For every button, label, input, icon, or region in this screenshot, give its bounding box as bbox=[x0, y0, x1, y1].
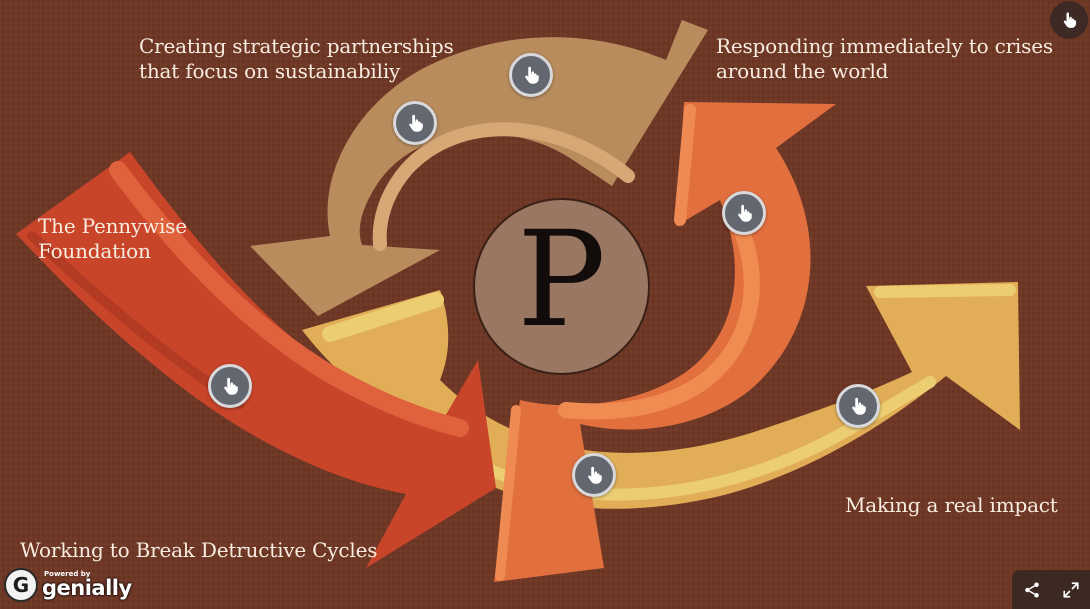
label-partnerships-line-1: Creating strategic partnerships bbox=[139, 34, 454, 58]
powered-by-badge[interactable]: G Powered by genially bbox=[4, 566, 132, 604]
label-foundation: The Pennywise Foundation bbox=[38, 214, 187, 264]
hotspot-button-partnerships-top[interactable] bbox=[509, 53, 553, 97]
brand-text: Powered by genially bbox=[42, 571, 132, 599]
label-partnerships: Creating strategic partnerships that foc… bbox=[139, 34, 454, 84]
hand-pointer-icon bbox=[738, 204, 752, 222]
hand-pointer-icon bbox=[588, 466, 602, 484]
label-foundation-line-2: Foundation bbox=[38, 239, 151, 263]
share-button[interactable] bbox=[1019, 577, 1045, 603]
center-logo-circle: P bbox=[473, 198, 650, 375]
hotspot-button-partnerships[interactable] bbox=[393, 101, 437, 145]
hand-pointer-icon bbox=[525, 66, 539, 84]
hotspot-button-cycles[interactable] bbox=[572, 453, 616, 497]
interactivity-hint-button[interactable] bbox=[1050, 1, 1088, 39]
hand-pointer-icon bbox=[1063, 12, 1077, 28]
label-partnerships-line-2: that focus on sustainabiliy bbox=[139, 59, 401, 83]
brand-name: genially bbox=[42, 576, 132, 600]
genially-logo-icon: G bbox=[4, 568, 38, 602]
viewer-controls bbox=[1012, 570, 1090, 609]
label-impact: Making a real impact bbox=[845, 493, 1058, 517]
center-letter: P bbox=[517, 202, 606, 357]
fullscreen-button[interactable] bbox=[1058, 577, 1084, 603]
label-crises: Responding immediately to crises around … bbox=[716, 34, 1053, 84]
label-cycles: Working to Break Detructive Cycles bbox=[20, 538, 378, 562]
hotspot-button-foundation[interactable] bbox=[208, 364, 252, 408]
hotspot-button-crises[interactable] bbox=[722, 191, 766, 235]
label-crises-line-1: Responding immediately to crises bbox=[716, 34, 1053, 58]
fullscreen-icon bbox=[1062, 581, 1079, 598]
tan-arrow bbox=[250, 20, 708, 316]
label-foundation-line-1: The Pennywise bbox=[38, 214, 187, 238]
label-crises-line-2: around the world bbox=[716, 59, 889, 83]
hand-pointer-icon bbox=[409, 114, 423, 132]
powered-by-text: Powered by bbox=[44, 570, 91, 578]
hand-pointer-icon bbox=[852, 397, 866, 415]
hand-pointer-icon bbox=[224, 377, 238, 395]
share-icon bbox=[1024, 582, 1039, 597]
hotspot-button-impact[interactable] bbox=[836, 384, 880, 428]
